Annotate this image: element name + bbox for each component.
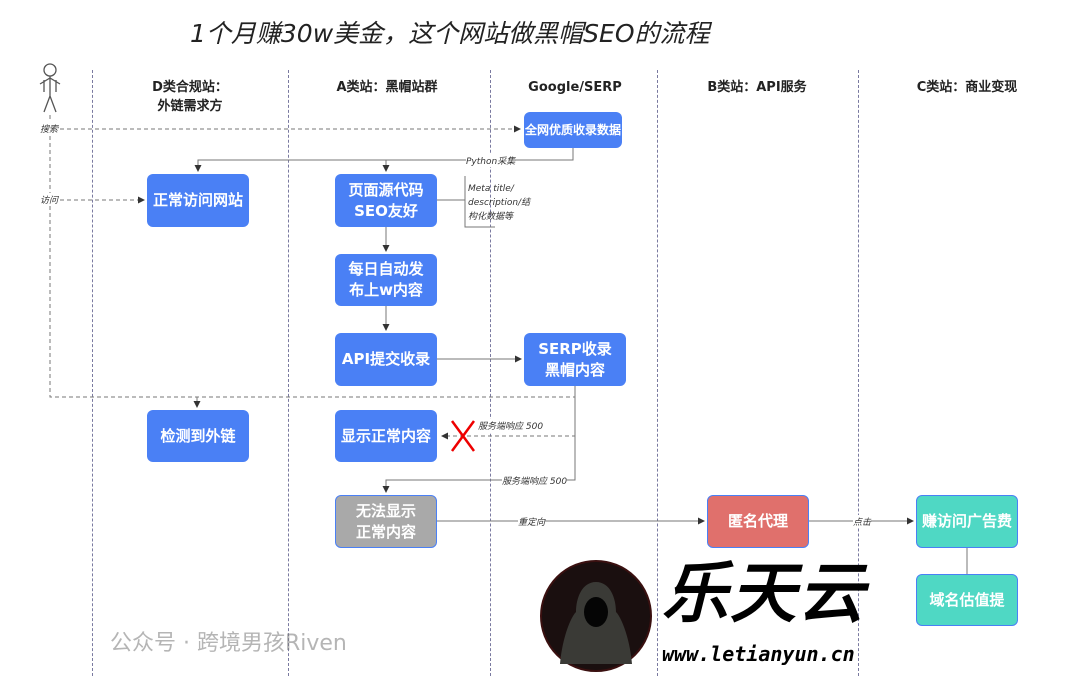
- edge-label-redirect: 重定向: [518, 515, 546, 528]
- meta-note: Meta title/ description/结构化数据等: [468, 184, 531, 222]
- lane-header-d: D类合规站： 外链需求方: [90, 78, 290, 116]
- lane-divider: [490, 70, 491, 676]
- edge-label-python: Python采集: [466, 154, 516, 167]
- box-show-normal: 显示正常内容: [335, 410, 437, 462]
- lane-header-google: Google/SERP: [528, 80, 622, 95]
- user-actor-icon: [39, 63, 61, 113]
- lane-divider: [858, 70, 859, 676]
- box-normal-visit: 正常访问网站: [147, 174, 249, 227]
- watermark-text: 公众号 · 跨境男孩Riven: [110, 631, 347, 656]
- box-domain-value: 域名估值提: [916, 574, 1018, 626]
- lane-divider: [288, 70, 289, 676]
- box-ad-revenue: 赚访问广告费: [916, 495, 1018, 548]
- lane-d-label: D类合规站：: [152, 80, 228, 95]
- box-serp-index: SERP收录黑帽内容: [524, 333, 626, 386]
- avatar-logo: [540, 560, 652, 672]
- logo-text: 乐天云: [662, 555, 866, 632]
- edge-label-500a: 服务端响应 500: [478, 419, 544, 432]
- edge-label-search: 搜索: [40, 122, 59, 135]
- box-index-data: 全网优质收录数据: [524, 112, 622, 148]
- page-title: 1个月赚30w美金，这个网站做黑帽SEO的流程: [190, 19, 710, 48]
- edge-label-visit: 访问: [40, 193, 59, 206]
- box-proxy: 匿名代理: [707, 495, 809, 548]
- box-daily-publish: 每日自动发布上w内容: [335, 254, 437, 306]
- box-seo-friendly: 页面源代码SEO友好: [335, 174, 437, 227]
- lane-d-label2: 外链需求方: [157, 99, 223, 114]
- box-detect-link: 检测到外链: [147, 410, 249, 462]
- edge-label-click: 点击: [853, 515, 872, 528]
- lane-header-c: C类站：商业变现: [916, 80, 1018, 95]
- lane-divider: [92, 70, 93, 676]
- red-x-icon: [450, 420, 476, 452]
- logo-url: www.letianyun.cn: [662, 642, 855, 666]
- lane-divider: [657, 70, 658, 676]
- lane-header-b: B类站：API服务: [707, 80, 807, 95]
- lane-header-a: A类站：黑帽站群: [336, 80, 438, 95]
- box-api-submit: API提交收录: [335, 333, 437, 386]
- box-cannot-show: 无法显示正常内容: [335, 495, 437, 548]
- edge-label-500b: 服务端响应 500: [502, 474, 568, 487]
